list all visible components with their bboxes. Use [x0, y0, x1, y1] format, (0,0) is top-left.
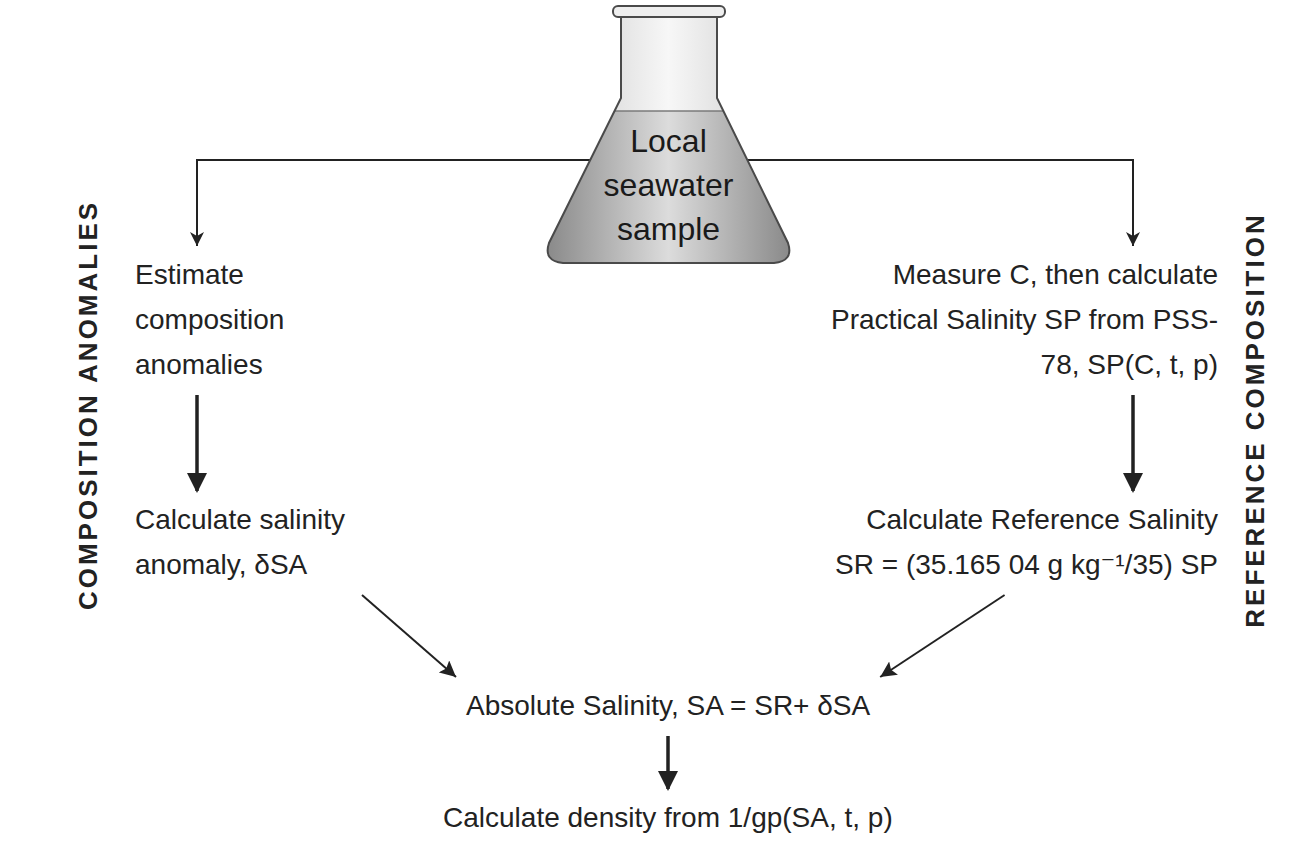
flow-arrow — [880, 595, 1004, 677]
liquid-surface — [615, 110, 724, 112]
process-step: Calculate Reference Salinity SR = (35.16… — [830, 497, 1218, 587]
sample-label: Local seawater sample — [589, 3, 749, 251]
step-text: Absolute Salinity, SA = SR+ δSA — [466, 683, 870, 728]
flow-arrow — [747, 160, 1133, 246]
process-step: Measure C, then calculate Practical Sali… — [818, 252, 1218, 387]
step-text: Calculate density from 1/gp(SA, t, p) — [443, 795, 893, 840]
flow-arrow — [666, 736, 670, 789]
flow-arrow — [362, 595, 456, 677]
flow-arrow — [1131, 395, 1135, 491]
flask-node: Local seawater sample — [541, 3, 796, 268]
process-step: Absolute Salinity, SA = SR+ δSA — [466, 683, 870, 728]
flask-rim — [613, 6, 725, 17]
process-step: Calculate salinity anomaly, δSA — [135, 497, 350, 587]
flow-arrow — [195, 395, 199, 491]
step-text: Measure C, then calculate Practical Sali… — [818, 252, 1218, 387]
process-step: Calculate density from 1/gp(SA, t, p) — [443, 795, 893, 840]
flow-arrow — [197, 160, 590, 246]
step-text: Calculate Reference Salinity SR = (35.16… — [830, 497, 1218, 587]
step-text: Calculate salinity anomaly, δSA — [135, 497, 350, 587]
step-text: Estimate composition anomalies — [135, 252, 345, 387]
side-heading: REFERENCE COMPOSITION — [1240, 212, 1271, 627]
process-step: Estimate composition anomalies — [135, 252, 345, 387]
side-heading: COMPOSITION ANOMALIES — [73, 200, 104, 610]
